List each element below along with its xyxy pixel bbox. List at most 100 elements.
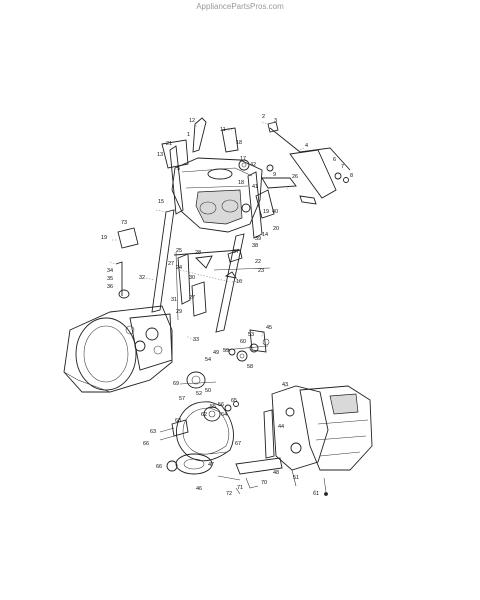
shift-bracket bbox=[289, 149, 337, 199]
callout-43: 43 bbox=[282, 382, 288, 388]
callout-42: 42 bbox=[250, 162, 256, 168]
callout-72: 72 bbox=[226, 491, 232, 497]
callout-73: 73 bbox=[121, 220, 127, 226]
shift-cable bbox=[269, 127, 351, 171]
callout-52: 52 bbox=[196, 391, 202, 397]
callout-71: 71 bbox=[237, 485, 243, 491]
support-bracket bbox=[235, 457, 283, 475]
callout-31: 31 bbox=[171, 297, 177, 303]
callout-29: 29 bbox=[176, 309, 182, 315]
callout-63: 63 bbox=[150, 429, 156, 435]
callout-47: 47 bbox=[208, 462, 214, 468]
callout-66: 66 bbox=[143, 441, 149, 447]
handle-assembly bbox=[115, 117, 351, 333]
housing-body bbox=[63, 305, 173, 393]
callout-33: 33 bbox=[193, 337, 199, 343]
knob bbox=[238, 159, 250, 171]
callout-2: 2 bbox=[262, 114, 265, 120]
drive-belt bbox=[175, 401, 235, 462]
callout-17: 17 bbox=[240, 156, 246, 162]
callout-25: 25 bbox=[176, 248, 182, 254]
callout-3: 3 bbox=[274, 118, 277, 124]
callout-62: 62 bbox=[201, 412, 207, 418]
callout-55: 55 bbox=[210, 404, 216, 410]
callout-68: 68 bbox=[175, 418, 181, 424]
dash-console bbox=[195, 189, 243, 225]
left-upper-handle bbox=[169, 145, 184, 215]
headlight-lens bbox=[207, 168, 233, 180]
callout-12: 12 bbox=[189, 118, 195, 124]
callout-27-b: 27 bbox=[189, 295, 195, 301]
auger-housing bbox=[63, 305, 173, 393]
callout-18-b: 18 bbox=[238, 180, 244, 186]
left-handle-grip bbox=[192, 117, 207, 153]
callout-35: 35 bbox=[107, 276, 113, 282]
callout-28: 28 bbox=[195, 250, 201, 256]
callout-11: 11 bbox=[220, 127, 226, 133]
callout-46: 46 bbox=[196, 486, 202, 492]
callout-60: 60 bbox=[240, 339, 246, 345]
right-upper-handle bbox=[247, 171, 263, 239]
leader-lines bbox=[109, 121, 321, 493]
drive-assembly bbox=[159, 329, 283, 495]
callout-61: 61 bbox=[313, 491, 319, 497]
right-hand-lever bbox=[255, 189, 275, 219]
callout-40: 40 bbox=[272, 209, 278, 215]
right-handle-grip bbox=[261, 177, 297, 189]
callout-16: 16 bbox=[236, 279, 242, 285]
chute-plate bbox=[117, 227, 139, 249]
auger-pulley bbox=[175, 453, 213, 475]
callout-30: 30 bbox=[189, 275, 195, 281]
callout-1: 1 bbox=[187, 132, 190, 138]
callout-50: 50 bbox=[205, 388, 211, 394]
callout-26: 26 bbox=[292, 174, 298, 180]
callout-24: 24 bbox=[176, 265, 182, 271]
callout-64: 64 bbox=[221, 412, 227, 418]
callout-7: 7 bbox=[341, 164, 344, 170]
callout-56: 56 bbox=[218, 402, 224, 408]
callout-70: 70 bbox=[261, 480, 267, 486]
left-hand-lever bbox=[161, 139, 189, 169]
callout-48: 48 bbox=[273, 470, 279, 476]
callout-27: 27 bbox=[168, 261, 174, 267]
left-lower-handle bbox=[151, 209, 175, 313]
engine-block bbox=[299, 385, 373, 471]
idler-pulley bbox=[236, 350, 248, 362]
callout-8: 8 bbox=[350, 173, 353, 179]
callout-32: 32 bbox=[139, 275, 145, 281]
callout-13: 13 bbox=[157, 152, 163, 158]
grip-sleeve bbox=[221, 127, 239, 153]
callout-14: 14 bbox=[262, 232, 268, 238]
callout-18: 18 bbox=[236, 140, 242, 146]
callout-41: 41 bbox=[252, 184, 258, 190]
callout-65: 65 bbox=[231, 398, 237, 404]
callout-19: 19 bbox=[101, 235, 107, 241]
callout-67: 67 bbox=[235, 441, 241, 447]
callout-59: 59 bbox=[223, 348, 229, 354]
dash-panel bbox=[171, 157, 263, 233]
callout-5: 5 bbox=[177, 166, 180, 172]
right-lower-handle bbox=[215, 233, 245, 333]
callout-45: 45 bbox=[266, 325, 272, 331]
callout-labels: 12 2 3 1 11 21 13 18 4 17 6 7 8 5 42 26 … bbox=[101, 114, 353, 497]
callout-51: 51 bbox=[293, 475, 299, 481]
callout-23: 23 bbox=[258, 268, 264, 274]
callout-20: 20 bbox=[273, 226, 279, 232]
callout-19-b: 19 bbox=[263, 209, 269, 215]
callout-36: 36 bbox=[107, 284, 113, 290]
callout-37: 37 bbox=[233, 249, 239, 255]
callout-66-b: 66 bbox=[156, 464, 162, 470]
watermark: AppliancePartsPros.com bbox=[196, 2, 284, 11]
callout-9: 9 bbox=[273, 172, 276, 178]
callout-53: 53 bbox=[248, 332, 254, 338]
callout-4: 4 bbox=[305, 143, 308, 149]
engine-shroud bbox=[271, 385, 329, 471]
callout-34: 34 bbox=[107, 268, 113, 274]
callout-54: 54 bbox=[205, 357, 211, 363]
callout-57: 57 bbox=[179, 396, 185, 402]
callout-49: 49 bbox=[213, 350, 219, 356]
callout-69: 69 bbox=[173, 381, 179, 387]
callout-6: 6 bbox=[333, 157, 336, 163]
callout-21: 21 bbox=[166, 141, 172, 147]
